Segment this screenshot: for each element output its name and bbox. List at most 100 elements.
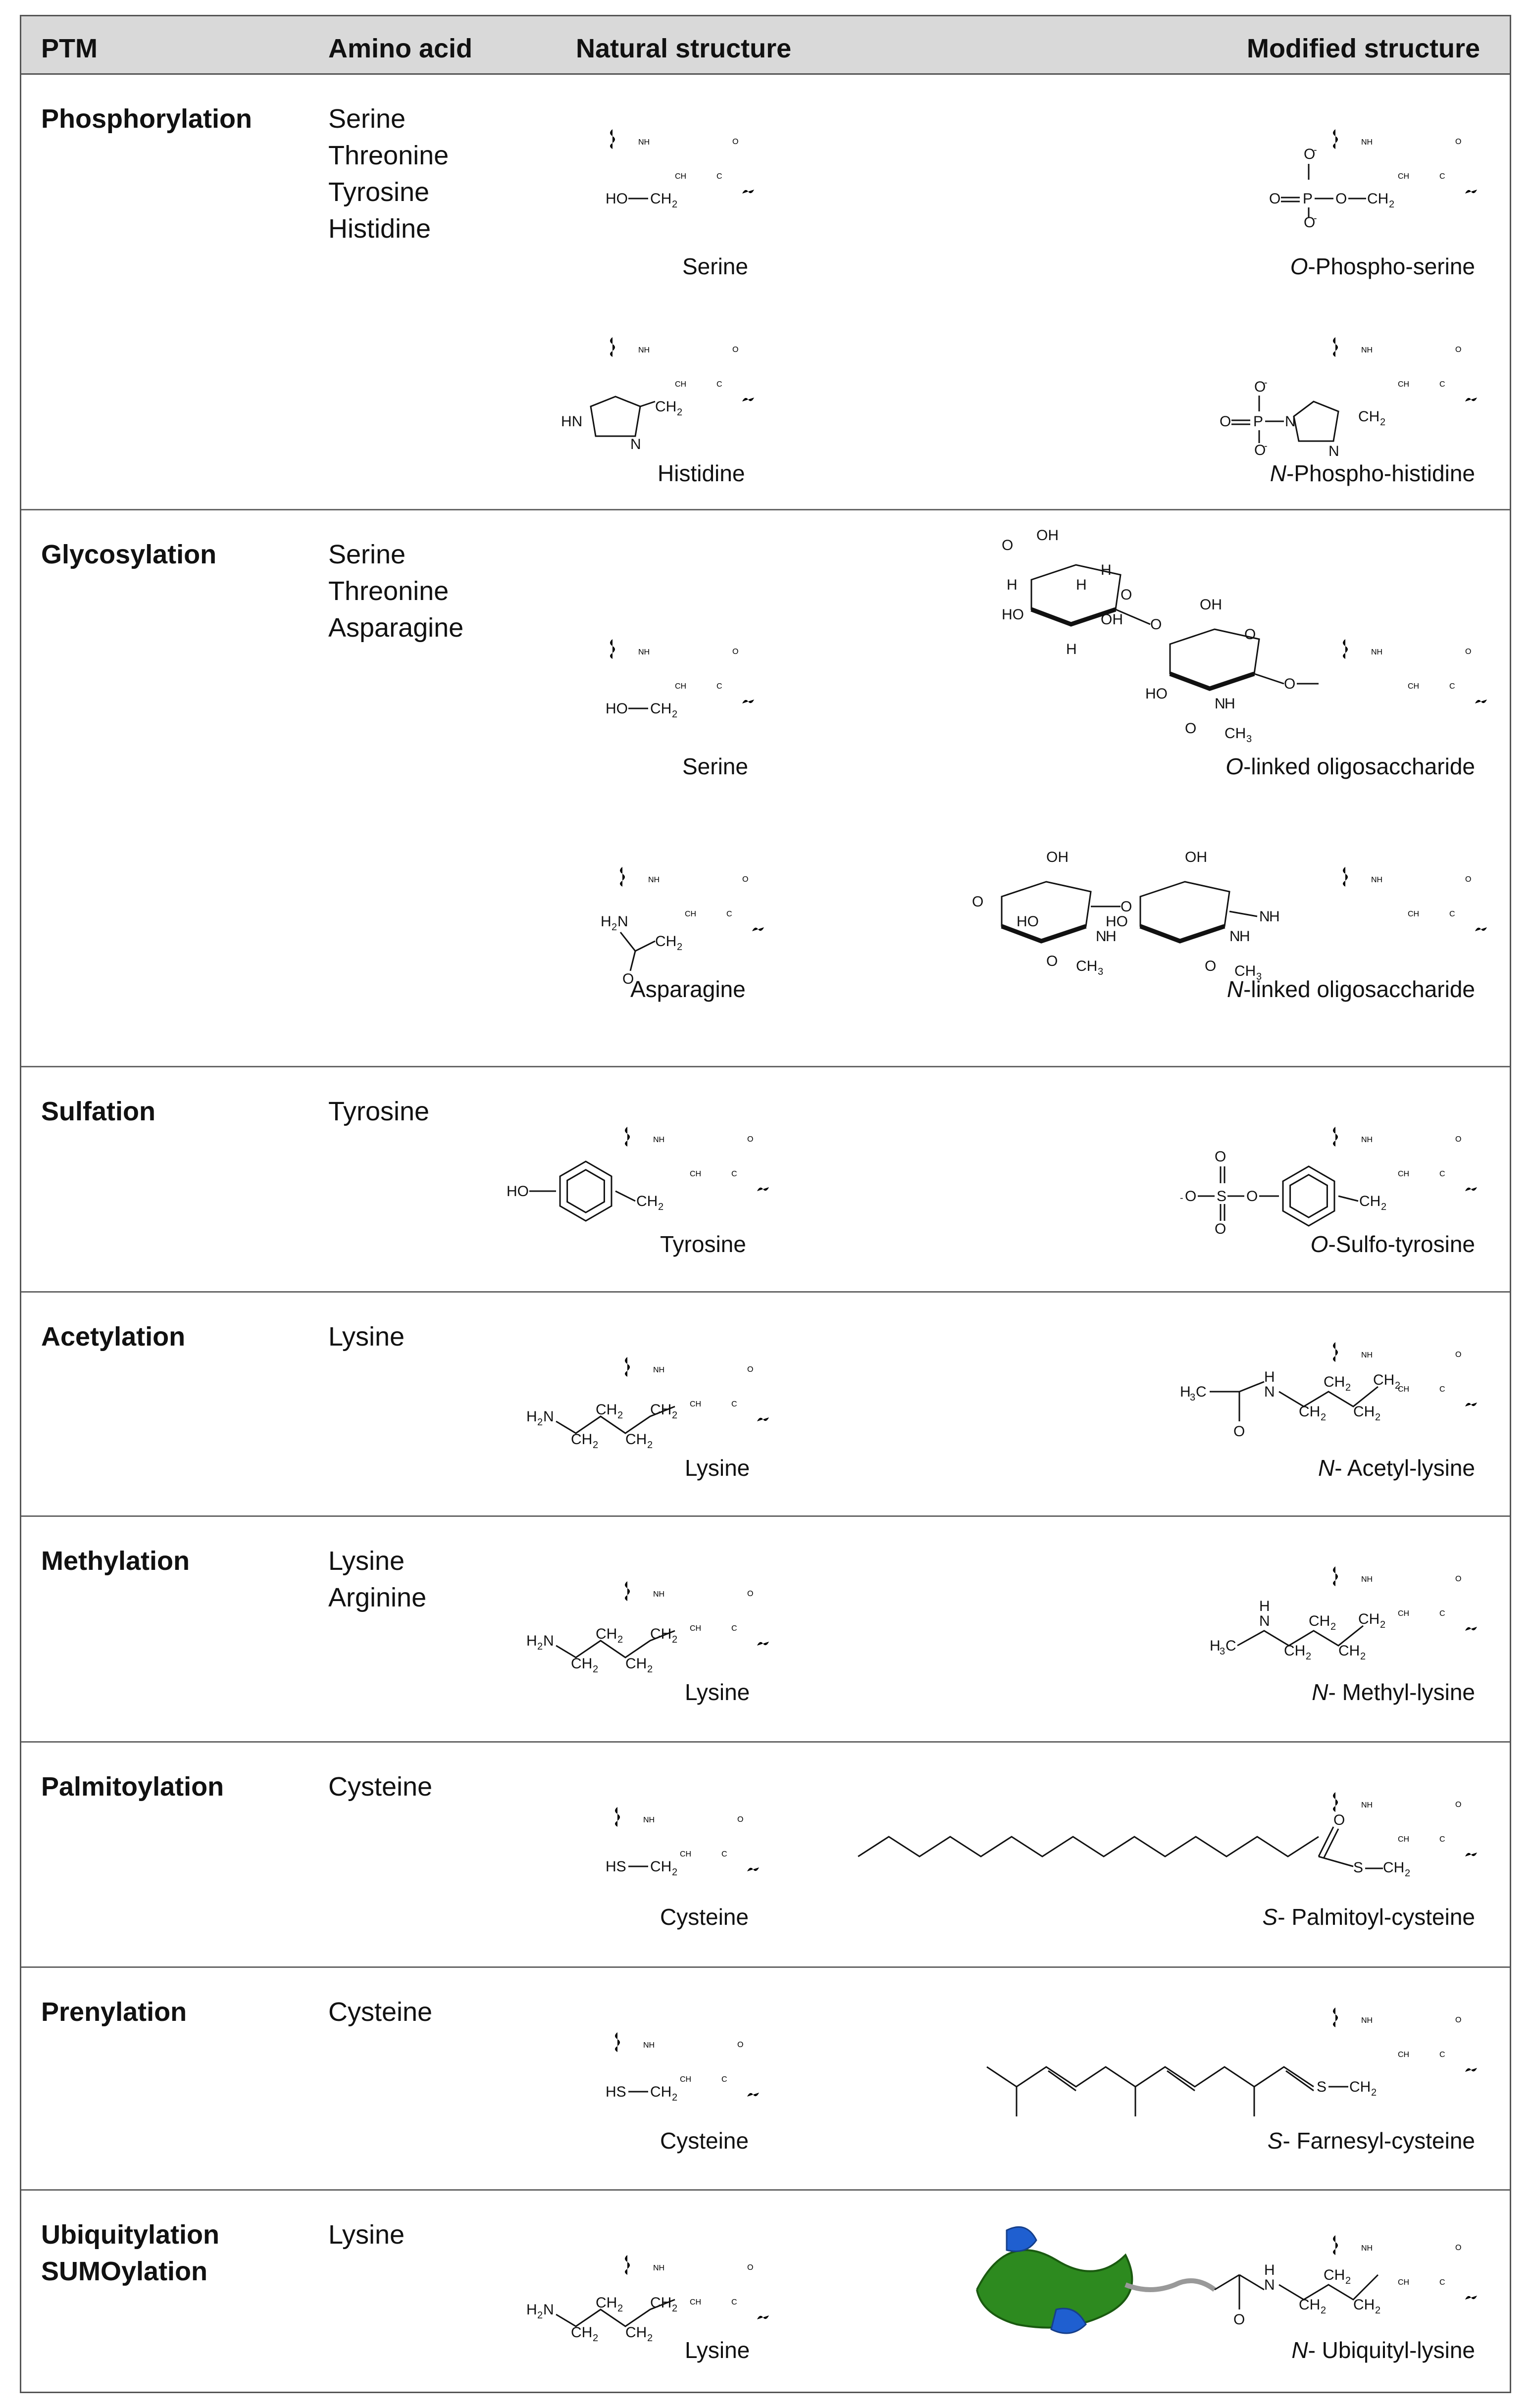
atom-label: 2 xyxy=(1345,1382,1351,1393)
modified-structure-label: O-Phospho-serine xyxy=(1290,253,1475,280)
atom-label: N xyxy=(543,1408,554,1425)
atom-label: 2 xyxy=(677,407,682,418)
amino-acid-item: Lysine xyxy=(328,2220,405,2250)
atom-label: O xyxy=(1121,899,1132,915)
atom-label: CH xyxy=(1358,408,1379,425)
table-header: PTM Amino acid Natural structure Modifie… xyxy=(21,16,1510,75)
atom-label: H xyxy=(601,913,612,930)
atom-label: 2 xyxy=(672,2092,677,2103)
header-ptm: PTM xyxy=(41,34,98,63)
atom-label: 2 xyxy=(537,1641,543,1652)
label-rest: -Phospho-serine xyxy=(1308,253,1475,279)
ptm-name-line: Methylation xyxy=(41,1546,190,1576)
atom-label: CH xyxy=(1349,2079,1371,2095)
atom-label: S xyxy=(1317,2079,1327,2095)
atom-label: HO xyxy=(606,191,628,207)
atom-label: O xyxy=(1046,953,1058,969)
atom-label: - xyxy=(1180,1193,1183,1204)
atom-label: H xyxy=(1239,928,1250,945)
ptm-name: Phosphorylation xyxy=(41,100,252,137)
ptm-name: Prenylation xyxy=(41,1994,187,2030)
atom-label: 2 xyxy=(1306,1651,1311,1662)
atom-label: CH xyxy=(1225,725,1246,742)
amino-acid-item: Tyrosine xyxy=(328,1097,430,1126)
atom-label: O xyxy=(1215,1149,1226,1165)
atom-label: N xyxy=(1229,928,1240,945)
atom-label: 2 xyxy=(1375,2305,1380,2316)
atom-label: HO xyxy=(1106,913,1128,930)
atom-label: H xyxy=(1264,2262,1275,2278)
atom-label: 2 xyxy=(672,1867,677,1878)
label-rest: -linked oligosaccharide xyxy=(1243,976,1475,1002)
atom-label: 2 xyxy=(1405,1868,1410,1879)
atom-label: 2 xyxy=(593,2333,598,2344)
atom-label: CH xyxy=(1373,1372,1394,1388)
amino-acid-item: Tyrosine xyxy=(328,177,430,207)
atom-label: H xyxy=(1066,641,1077,657)
modified-structure-label: S- Farnesyl-cysteine xyxy=(1268,2127,1475,2154)
atom-label: H xyxy=(526,1408,537,1425)
atom-label: H xyxy=(1210,1638,1221,1654)
atom-label: CH xyxy=(1338,1643,1360,1659)
natural-structure-label: Cysteine xyxy=(660,2128,749,2154)
atom-label: 2 xyxy=(617,2303,623,2314)
ptm-name: Sulfation xyxy=(41,1093,155,1130)
atom-label: 2 xyxy=(672,2303,677,2314)
atom-label: CH xyxy=(1367,191,1388,207)
natural-structure-label: Lysine xyxy=(685,2337,750,2363)
atom-label: CH xyxy=(1353,2297,1375,2313)
atom-label: CH xyxy=(1359,1193,1380,1209)
amino-acid-list: Tyrosine xyxy=(328,1093,429,1130)
atom-label: 3 xyxy=(1246,734,1252,745)
atom-label: N xyxy=(1259,908,1270,925)
atom-label: P xyxy=(1253,413,1263,430)
atom-label: O xyxy=(972,894,983,910)
atom-label: O xyxy=(1269,191,1280,207)
atom-label: 2 xyxy=(677,942,682,953)
atom-label: O xyxy=(1335,191,1347,207)
modified-structure-label: N- Methyl-lysine xyxy=(1312,1679,1475,1706)
ptm-name-line: Sulfation xyxy=(41,1097,155,1126)
atom-label: 2 xyxy=(647,1440,653,1451)
atom-label: N xyxy=(1264,2277,1275,2293)
amino-acid-item: Histidine xyxy=(328,214,431,244)
ptm-name: Acetylation xyxy=(41,1318,185,1355)
label-rest: - Acetyl-lysine xyxy=(1334,1455,1475,1481)
atom-label: CH xyxy=(625,1656,647,1672)
atom-label: 2 xyxy=(612,922,617,933)
atom-label: 2 xyxy=(593,1440,598,1451)
amino-acid-item: Cysteine xyxy=(328,1997,433,2027)
atom-label: CH xyxy=(650,2295,671,2311)
ptm-name-line: SUMOylation xyxy=(41,2257,208,2286)
atom-label: H xyxy=(1007,577,1018,593)
atom-label: CH xyxy=(1383,1859,1404,1876)
atom-label: CH xyxy=(625,1431,647,1448)
atom-label: 2 xyxy=(1321,1412,1326,1423)
atom-label: - xyxy=(1264,377,1268,388)
atom-label: C xyxy=(1196,1384,1207,1400)
natural-structure-label: Serine xyxy=(682,253,748,279)
atom-label: O xyxy=(1246,1188,1258,1204)
atom-label: HO xyxy=(507,1183,529,1200)
atom-label: 2 xyxy=(672,1410,677,1421)
ptm-name-line: Acetylation xyxy=(41,1322,186,1352)
atom-label: CH xyxy=(571,1431,592,1448)
atom-label: - xyxy=(1314,145,1317,155)
atom-label: O xyxy=(1254,442,1266,458)
atom-label: 3 xyxy=(1220,1646,1225,1657)
atom-label: 2 xyxy=(672,709,677,720)
atom-label: O xyxy=(1284,676,1295,692)
atom-label: N xyxy=(1285,413,1296,430)
